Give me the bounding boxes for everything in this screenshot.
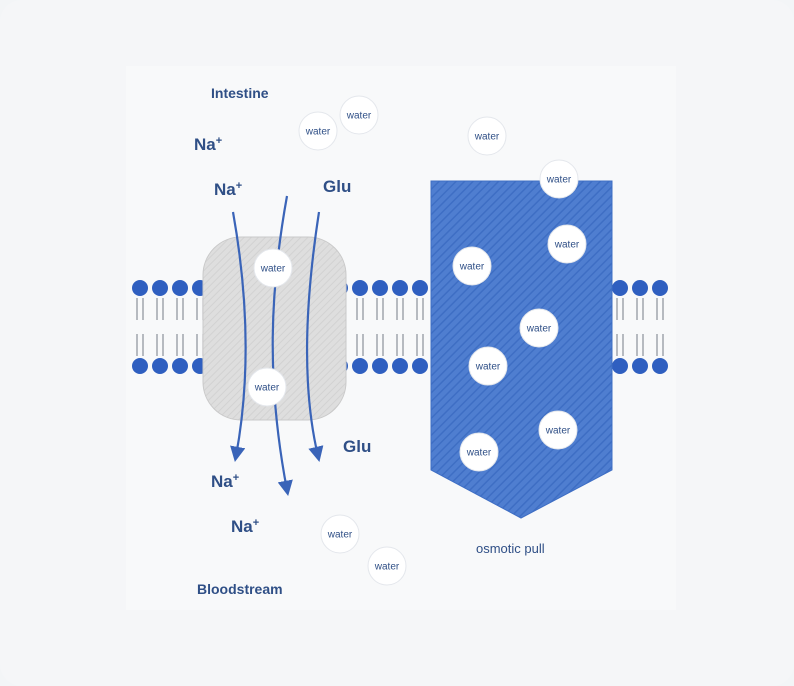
water-molecule: water	[299, 112, 337, 150]
lipid-tail	[637, 298, 643, 320]
lipid-head	[352, 280, 368, 296]
water-molecule: water	[248, 368, 286, 406]
water-molecule: water	[254, 249, 292, 287]
lipid-head	[352, 358, 368, 374]
bloodstream-label: Bloodstream	[197, 581, 283, 597]
lipid-tail	[137, 334, 143, 356]
water-molecule: water	[453, 247, 491, 285]
lipid-head	[612, 280, 628, 296]
lipid-tail	[177, 334, 183, 356]
lipid-head	[152, 358, 168, 374]
sodium-label-top-1: Na+	[194, 135, 222, 154]
water-label: water	[546, 175, 572, 186]
lipid-tail	[157, 298, 163, 320]
lipid-tail	[417, 334, 423, 356]
sodium-label-bottom-1: Na+	[211, 472, 239, 491]
water-molecule: water	[520, 309, 558, 347]
lipid-head	[372, 358, 388, 374]
lipid-head	[632, 358, 648, 374]
lipid-head	[132, 280, 148, 296]
water-label: water	[545, 426, 571, 437]
lipid-tail	[637, 334, 643, 356]
water-label: water	[459, 262, 485, 273]
sodium-label-top-2: Na+	[214, 180, 242, 199]
water-label: water	[254, 383, 280, 394]
osmotic-channel	[431, 181, 612, 518]
water-label: water	[327, 530, 353, 541]
lipid-tail	[617, 334, 623, 356]
water-molecule: water	[368, 547, 406, 585]
lipid-tail	[357, 298, 363, 320]
lipid-tail	[157, 334, 163, 356]
lipid-tail	[177, 298, 183, 320]
glucose-label-top: Glu	[323, 177, 351, 196]
water-molecule: water	[340, 96, 378, 134]
water-molecule: water	[548, 225, 586, 263]
lipid-head	[132, 358, 148, 374]
lipid-tail	[657, 298, 663, 320]
water-molecule: water	[321, 515, 359, 553]
lipid-head	[152, 280, 168, 296]
water-label: water	[346, 111, 372, 122]
intestine-label: Intestine	[211, 85, 269, 101]
water-molecule: water	[539, 411, 577, 449]
lipid-head	[412, 280, 428, 296]
lipid-tail	[397, 334, 403, 356]
lipid-head	[412, 358, 428, 374]
water-label: water	[374, 562, 400, 573]
lipid-tail	[397, 298, 403, 320]
lipid-head	[392, 358, 408, 374]
lipid-tail	[417, 298, 423, 320]
lipid-head	[172, 280, 188, 296]
lipid-tail	[197, 298, 203, 320]
water-label: water	[305, 127, 331, 138]
water-label: water	[526, 324, 552, 335]
osmotic-pull-label: osmotic pull	[476, 541, 545, 556]
lipid-tail	[377, 298, 383, 320]
lipid-head	[612, 358, 628, 374]
water-label: water	[554, 240, 580, 251]
lipid-head	[632, 280, 648, 296]
lipid-tail	[357, 334, 363, 356]
water-label: water	[475, 362, 501, 373]
water-molecule: water	[460, 433, 498, 471]
lipid-tail	[617, 298, 623, 320]
lipid-tail	[657, 334, 663, 356]
sodium-label-bottom-2: Na+	[231, 517, 259, 536]
lipid-head	[652, 358, 668, 374]
glucose-label-bottom: Glu	[343, 437, 371, 456]
water-molecule: water	[469, 347, 507, 385]
lipid-head	[652, 280, 668, 296]
lipid-head	[392, 280, 408, 296]
lipid-tail	[137, 298, 143, 320]
water-molecule: water	[540, 160, 578, 198]
lipid-tail	[197, 334, 203, 356]
water-label: water	[466, 448, 492, 459]
water-label: water	[474, 132, 500, 143]
lipid-head	[372, 280, 388, 296]
lipid-tail	[377, 334, 383, 356]
water-molecule: water	[468, 117, 506, 155]
water-label: water	[260, 264, 286, 275]
lipid-head	[172, 358, 188, 374]
